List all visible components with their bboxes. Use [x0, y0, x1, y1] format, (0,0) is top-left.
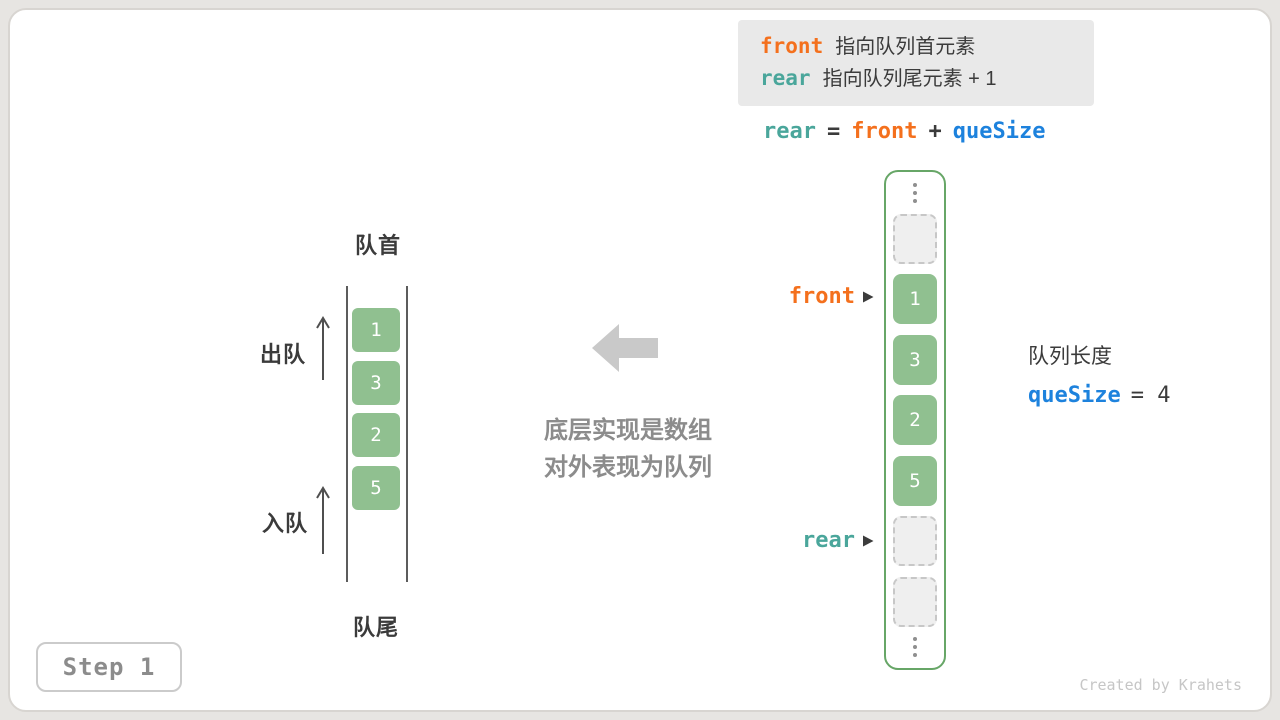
queue-cell: 2	[352, 413, 400, 457]
pointer-legend: front 指向队列首元素 rear 指向队列尾元素 + 1	[738, 20, 1094, 106]
quesize-code: queSize	[1028, 383, 1121, 408]
pointer-formula: rear = front + queSize	[763, 119, 1045, 144]
ellipsis-bottom-icon	[913, 637, 917, 657]
array-empty-cell	[893, 213, 937, 264]
rear-pointer-label: rear	[802, 528, 855, 553]
front-description: 指向队列首元素	[835, 36, 976, 58]
queue-length-label: 队列长度	[1028, 345, 1112, 368]
enqueue-up-arrow-icon	[316, 486, 330, 561]
queue-wall-right	[406, 286, 408, 582]
queue-cell: 5	[352, 466, 400, 510]
quesize-line: queSize = 4	[1028, 383, 1170, 408]
formula-equals: =	[826, 119, 841, 144]
front-code: front	[760, 34, 824, 58]
rear-code: rear	[760, 66, 811, 90]
dequeue-label: 出队	[260, 342, 307, 367]
queue-head-label: 队首	[355, 233, 402, 258]
front-pointer: front	[698, 284, 874, 309]
array-container: 1 3 2 5	[884, 170, 946, 670]
ellipsis-top-icon	[913, 183, 917, 203]
front-pointer-label: front	[788, 284, 855, 309]
big-left-arrow-icon	[592, 324, 658, 377]
enqueue-label: 入队	[262, 511, 309, 536]
array-value-cell: 1	[893, 274, 937, 324]
legend-line-rear: rear 指向队列尾元素 + 1	[760, 64, 1072, 94]
front-pointer-arrow-icon	[863, 291, 874, 302]
center-caption-line1: 底层实现是数组	[544, 417, 712, 444]
queue-wall-left	[346, 286, 348, 582]
center-caption: 底层实现是数组 对外表现为队列	[500, 412, 756, 486]
rear-description: 指向队列尾元素 + 1	[822, 68, 997, 90]
array-empty-cell	[893, 516, 937, 566]
queue-tail-label: 队尾	[353, 615, 400, 640]
quesize-value: = 4	[1130, 383, 1171, 408]
credit-text: Created by Krahets	[1079, 676, 1242, 694]
dequeue-up-arrow-icon	[316, 316, 330, 387]
queue-cell: 3	[352, 361, 400, 405]
array-value-cell: 2	[893, 395, 937, 445]
formula-plus: +	[928, 119, 942, 144]
center-caption-line2: 对外表现为队列	[544, 454, 712, 481]
array-value-cell: 5	[893, 455, 937, 506]
formula-quesize: queSize	[952, 119, 1046, 144]
page-card	[8, 8, 1272, 712]
rear-pointer-arrow-icon	[863, 535, 874, 546]
array-value-cell: 3	[893, 334, 937, 385]
step-badge: Step 1	[36, 642, 182, 692]
legend-line-front: front 指向队列首元素	[760, 32, 1072, 62]
rear-pointer: rear	[698, 528, 874, 553]
array-empty-cell	[893, 576, 937, 627]
queue-cell: 1	[352, 308, 400, 352]
formula-front: front	[851, 119, 918, 144]
queue-length-info: 队列长度 queSize = 4	[1028, 340, 1170, 408]
formula-rear: rear	[763, 119, 816, 144]
